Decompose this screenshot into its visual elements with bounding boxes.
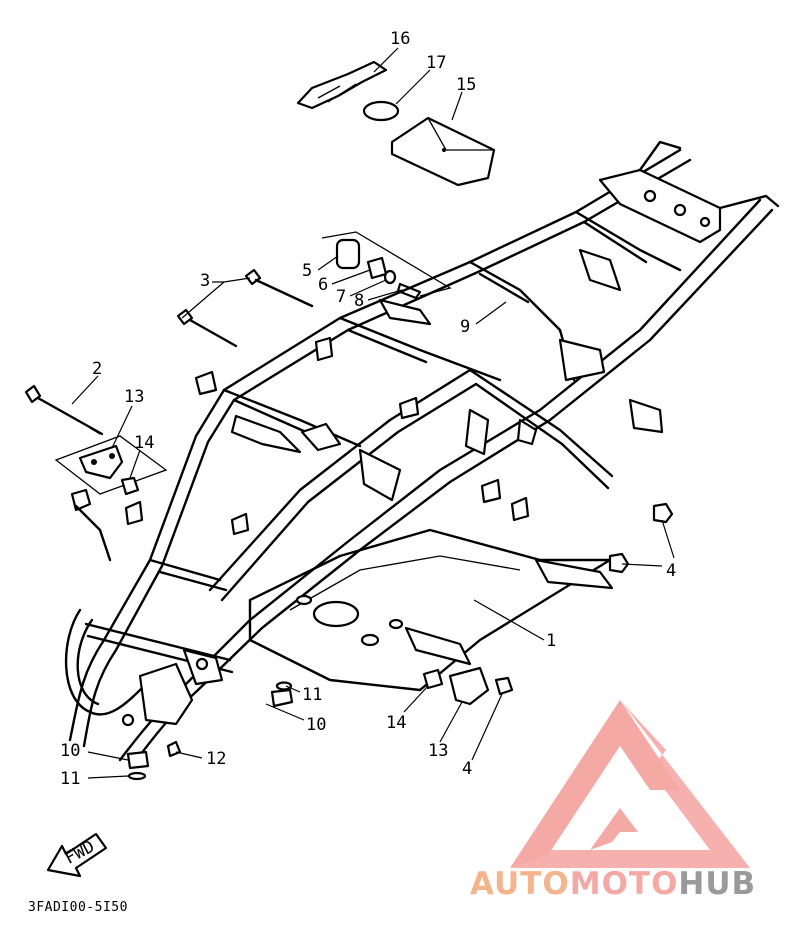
fwd-arrow-icon: FWD <box>46 832 108 878</box>
part-1-main-frame <box>64 140 780 768</box>
part-17-o-ring <box>362 100 400 122</box>
part-4-nuts-right <box>608 502 674 574</box>
part-16-cover <box>296 60 388 110</box>
callout-2: 2 <box>92 359 102 379</box>
callout-12: 12 <box>206 749 226 769</box>
leader-lines <box>71 47 675 779</box>
callout-11-left: 11 <box>60 769 80 789</box>
part-5-bushing <box>335 238 361 270</box>
callout-4-lower: 4 <box>462 759 472 779</box>
part-6-collar <box>366 256 388 280</box>
part-diagram-code: 3FADI00-5I50 <box>28 900 128 915</box>
brand-part-3: HUB <box>678 866 757 902</box>
part-8-bolt <box>396 282 422 300</box>
callout-13-upper: 13 <box>124 387 144 407</box>
automotohub-logo-icon <box>510 700 750 868</box>
callout-4-right: 4 <box>666 561 676 581</box>
callout-15: 15 <box>456 75 476 95</box>
callout-10-left: 10 <box>60 741 80 761</box>
callout-17: 17 <box>426 53 446 73</box>
brand-part-2: MOTO <box>569 866 679 902</box>
callout-11-front: 11 <box>302 685 322 705</box>
part-3-bolts <box>176 268 314 348</box>
callout-5: 5 <box>302 261 312 281</box>
callout-8: 8 <box>354 291 364 311</box>
callout-7: 7 <box>336 287 346 307</box>
parts-10-11-12-dampers <box>126 681 294 781</box>
part-7-washer <box>383 269 397 285</box>
part-15-pouch <box>390 116 496 187</box>
callout-9: 9 <box>460 317 470 337</box>
automotohub-wordmark: AUTOMOTOHUB <box>470 866 756 902</box>
callout-14-upper: 14 <box>134 433 154 453</box>
callout-numbers: 16 17 15 5 6 7 8 3 9 2 13 14 4 1 11 10 1… <box>60 29 676 789</box>
parts-13-14-4-lower-bracket <box>422 666 514 706</box>
callout-14-lower: 14 <box>386 713 406 733</box>
brand-part-1: AUTO <box>470 866 570 902</box>
callout-3: 3 <box>200 271 210 291</box>
callout-16: 16 <box>390 29 410 49</box>
callout-6: 6 <box>318 275 328 295</box>
callout-10-front: 10 <box>306 715 326 735</box>
callout-13-lower: 13 <box>428 741 448 761</box>
callout-1: 1 <box>546 631 556 651</box>
part-2-bolt <box>24 384 104 436</box>
part-13-14-upper-bracket <box>54 435 168 496</box>
